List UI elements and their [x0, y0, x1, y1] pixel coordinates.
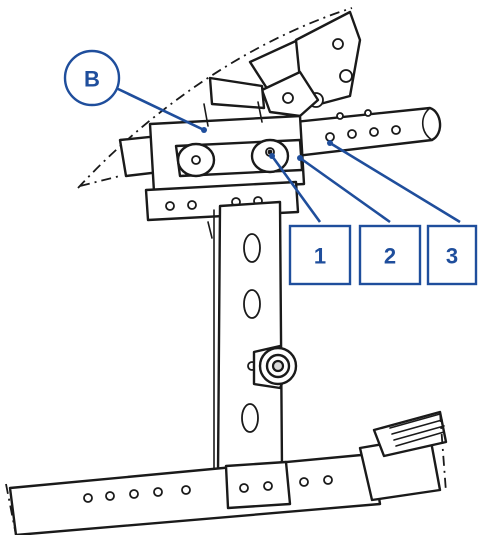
- leader-b: [115, 86, 205, 132]
- callout-3: 3: [426, 224, 478, 286]
- leader-1: [270, 155, 322, 223]
- callout-1-label: 1: [314, 244, 326, 269]
- foot-pad: [358, 410, 448, 502]
- lower-tube: [5, 452, 382, 535]
- vertical-post: [207, 200, 284, 479]
- callout-leaders: [115, 86, 461, 224]
- seat-assembly: [77, 7, 362, 189]
- callout-3-label: 3: [446, 244, 458, 269]
- callout-2-label: 2: [384, 244, 396, 269]
- callout-2: 2: [358, 224, 422, 286]
- callout-b-label: B: [84, 67, 100, 92]
- adjustment-knob: [252, 344, 298, 390]
- leader-2: [299, 156, 391, 224]
- callout-b: B: [63, 49, 121, 107]
- callout-1: 1: [288, 224, 352, 286]
- leader-3: [329, 141, 461, 224]
